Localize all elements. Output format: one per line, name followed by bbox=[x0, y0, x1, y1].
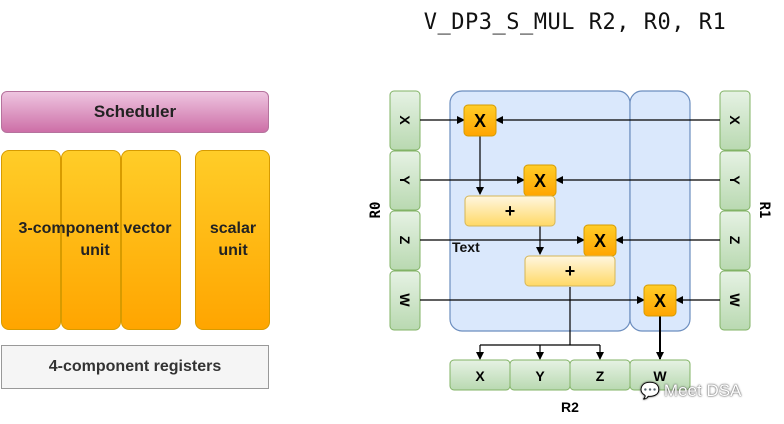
r0-register: X Y Z W bbox=[389, 90, 421, 331]
r1-z-label: Z bbox=[727, 236, 743, 245]
multiplier-4 bbox=[643, 284, 677, 317]
adder-1 bbox=[464, 195, 556, 227]
vector-lane-2 bbox=[61, 150, 121, 330]
vector-lane-3 bbox=[121, 150, 181, 330]
r1-y-label: Y bbox=[727, 175, 743, 185]
multiplier-4-symbol: X bbox=[654, 291, 666, 311]
wechat-icon: 💬 bbox=[640, 383, 660, 400]
r2-cell-w bbox=[629, 359, 691, 391]
multiplier-2-symbol: X bbox=[534, 171, 546, 191]
r1-register: X Y Z W bbox=[719, 90, 751, 331]
r1-x-label: X bbox=[727, 115, 743, 125]
registers-block: 4-component registers bbox=[1, 345, 269, 389]
r0-label: R0 bbox=[368, 202, 384, 219]
r2-y-label: Y bbox=[535, 368, 545, 384]
r2-w-label: W bbox=[653, 368, 667, 384]
r0-z-label: Z bbox=[397, 236, 413, 245]
scheduler-block: Scheduler bbox=[1, 91, 269, 133]
watermark: 💬 Meet DSA bbox=[640, 381, 741, 401]
scalar-unit-label: scalar unit bbox=[209, 220, 257, 259]
instruction-title: V_DP3_S_MUL R2, R0, R1 bbox=[423, 10, 727, 35]
vector-lane-1 bbox=[1, 150, 61, 330]
scheduler-label: Scheduler bbox=[93, 102, 177, 121]
multiplier-3-symbol: X bbox=[594, 231, 606, 251]
r2-z-label: Z bbox=[596, 368, 605, 384]
r2-register: X Y Z W bbox=[449, 359, 691, 391]
vector-unit-label: 3-component vector unit bbox=[18, 220, 172, 259]
adder-1-symbol: + bbox=[505, 201, 516, 221]
r0-w-label: W bbox=[397, 293, 413, 307]
r0-x-label: X bbox=[397, 115, 413, 125]
adder-2 bbox=[524, 255, 616, 287]
stray-text-label: Text bbox=[452, 239, 480, 255]
registers-label: 4-component registers bbox=[48, 358, 222, 375]
multiplier-1 bbox=[463, 104, 497, 137]
r1-w-label: W bbox=[727, 293, 743, 307]
scalar-unit-block bbox=[195, 150, 270, 330]
r2-x-label: X bbox=[475, 368, 485, 384]
r0-y-label: Y bbox=[397, 175, 413, 185]
adder-2-symbol: + bbox=[565, 261, 576, 281]
r2-label: R2 bbox=[561, 399, 579, 415]
watermark-text: Meet DSA bbox=[663, 381, 742, 400]
multiplier-1-symbol: X bbox=[474, 111, 486, 131]
r1-label: R1 bbox=[756, 202, 772, 219]
